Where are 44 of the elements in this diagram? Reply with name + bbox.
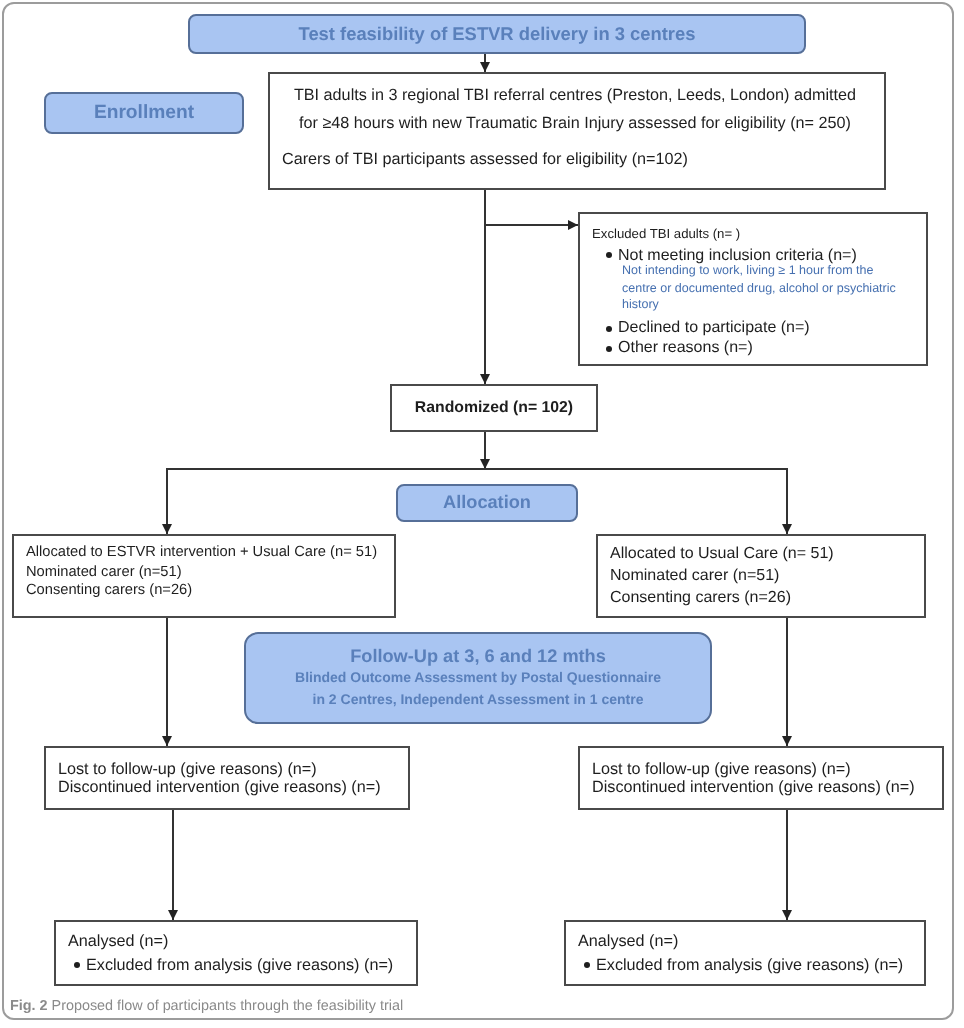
follow-up-banner bbox=[244, 632, 712, 724]
banner-text: Test feasibility of ESTVR delivery in 3 centres bbox=[298, 23, 696, 45]
box-text: Excluded from analysis (give reasons) (n=) bbox=[596, 953, 904, 977]
arrow bbox=[162, 617, 172, 747]
connector-line bbox=[484, 189, 486, 226]
box-text: Allocated to Usual Care (n= 51) bbox=[610, 541, 834, 563]
process-box bbox=[596, 534, 926, 618]
box-text: Discontinued intervention (give reasons) (n=) bbox=[58, 778, 381, 797]
arrow bbox=[484, 468, 792, 535]
box-text: Carers of TBI participants assessed for eligibility (n=102) bbox=[282, 150, 688, 170]
box-text: TBI adults in 3 regional TBI referral centres (Preston, Leeds, London) admitted for ≥48 hours with new Traumatic Brain Injury assessed for eligibility (n= 250) bbox=[291, 84, 859, 136]
banner-text: Enrollment bbox=[93, 102, 195, 124]
process-box bbox=[268, 72, 886, 190]
box-text: Other reasons (n=) bbox=[618, 338, 753, 359]
process-box bbox=[578, 746, 944, 810]
process-box bbox=[54, 920, 418, 986]
process-box bbox=[44, 746, 410, 810]
box-text: Analysed (n=) bbox=[68, 929, 169, 953]
banner-heading: Follow-Up at 3, 6 and 12 mths bbox=[350, 645, 606, 667]
banner-text: Allocation bbox=[443, 492, 531, 514]
box-text: Excluded from analysis (give reasons) (n=) bbox=[86, 953, 394, 977]
arrow bbox=[782, 809, 792, 921]
box-text: Analysed (n=) bbox=[578, 929, 679, 953]
box-text: Declined to participate (n=) bbox=[618, 318, 810, 339]
box-text: Not meeting inclusion criteria (n=) bbox=[618, 245, 857, 264]
process-box bbox=[578, 212, 928, 366]
title-banner bbox=[188, 14, 806, 54]
process-box bbox=[12, 534, 396, 618]
arrow bbox=[168, 809, 178, 921]
arrow bbox=[162, 468, 486, 535]
box-text: Nominated carer (n=51) bbox=[610, 563, 780, 585]
stage-banner bbox=[44, 92, 244, 134]
arrow bbox=[782, 617, 792, 747]
box-text: Lost to follow-up (give reasons) (n=) bbox=[58, 759, 317, 778]
stage-banner bbox=[396, 484, 578, 522]
process-box bbox=[390, 384, 598, 432]
arrow bbox=[480, 431, 490, 470]
box-text: Discontinued intervention (give reasons) (n=) bbox=[592, 778, 915, 797]
process-box bbox=[564, 920, 926, 986]
arrow bbox=[480, 224, 490, 385]
arrow bbox=[480, 53, 490, 73]
arrow bbox=[484, 220, 579, 230]
box-text: Consenting carers (n=26) bbox=[610, 585, 791, 607]
box-text: Lost to follow-up (give reasons) (n=) bbox=[592, 759, 851, 778]
